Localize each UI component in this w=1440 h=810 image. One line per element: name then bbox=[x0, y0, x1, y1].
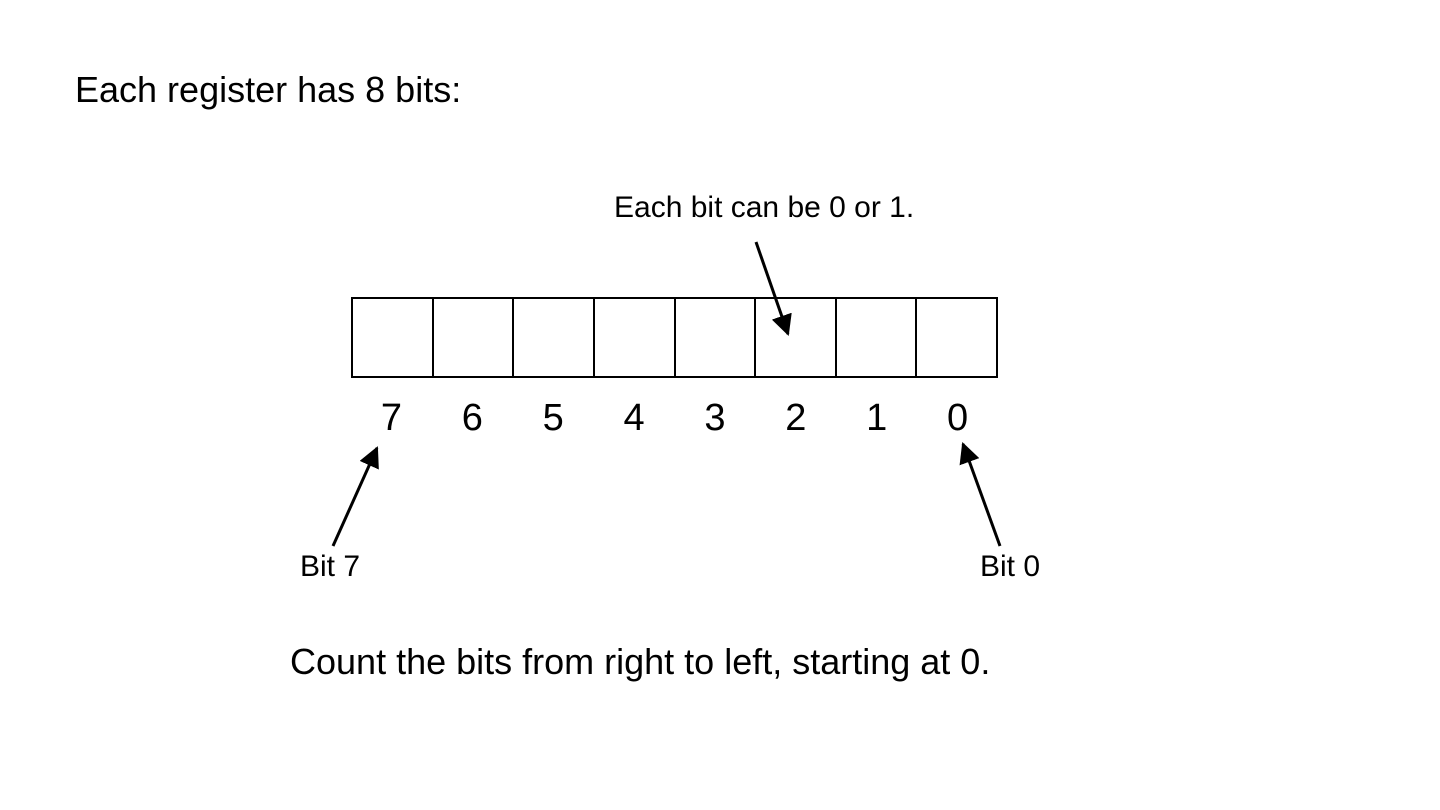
bit7-arrow bbox=[331, 446, 379, 547]
bit-index-label-5: 5 bbox=[542, 397, 564, 439]
caption-text: Count the bits from right to left, start… bbox=[290, 641, 991, 682]
register-box bbox=[351, 297, 998, 378]
bit-index-label-7: 7 bbox=[380, 397, 402, 439]
bit-index-label-1: 1 bbox=[866, 397, 888, 439]
bit-index-label-4: 4 bbox=[623, 397, 645, 439]
bit0-label: Bit 0 bbox=[980, 550, 1041, 583]
register-cell bbox=[353, 299, 434, 376]
register-cell bbox=[514, 299, 595, 376]
bit-index-label-6: 6 bbox=[461, 397, 483, 439]
register-cell bbox=[676, 299, 757, 376]
bit-index-label-0: 0 bbox=[946, 397, 969, 439]
register-cell bbox=[434, 299, 515, 376]
annotation-text: Each bit can be 0 or 1. bbox=[614, 191, 915, 224]
register-cell bbox=[595, 299, 676, 376]
register-cell bbox=[917, 299, 996, 376]
bit-index-label-2: 2 bbox=[785, 397, 807, 439]
bit0-arrow bbox=[959, 442, 1002, 547]
register-cell bbox=[837, 299, 918, 376]
bit7-label: Bit 7 bbox=[300, 550, 361, 583]
bit-index-row: 7 6 5 4 3 2 1 0 bbox=[351, 399, 998, 437]
slide-title: Each register has 8 bits: bbox=[75, 69, 462, 110]
bit-index-label-3: 3 bbox=[704, 397, 726, 439]
register-cell bbox=[756, 299, 837, 376]
